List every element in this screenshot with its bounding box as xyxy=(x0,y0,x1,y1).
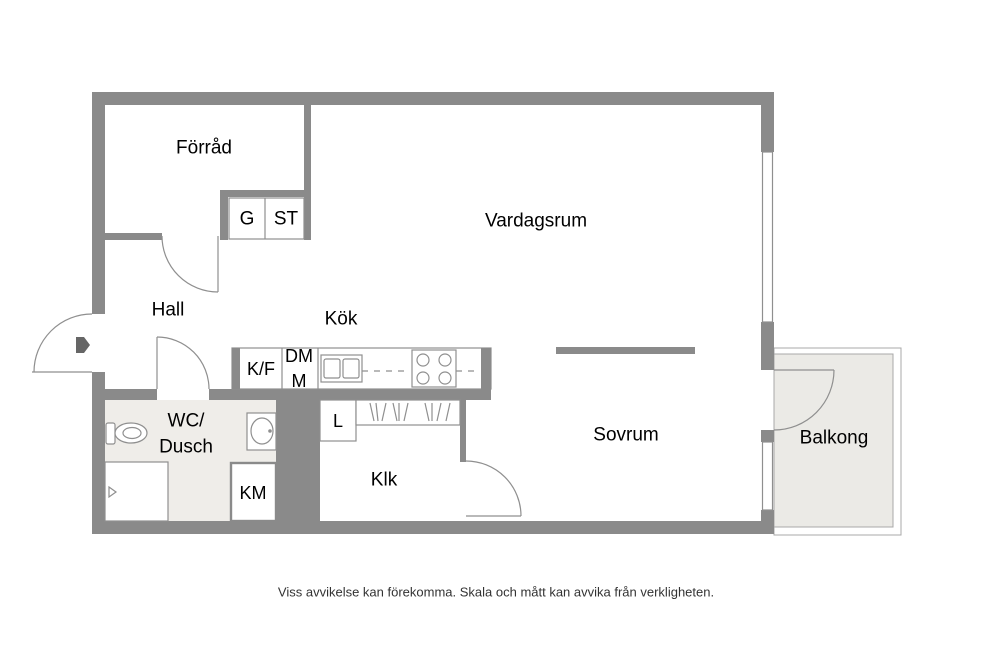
shower-drain-icon xyxy=(108,485,118,499)
wall-top xyxy=(92,92,774,105)
entrance-arrow-icon xyxy=(76,337,90,353)
balcony-door-swing xyxy=(773,369,835,431)
washing-machine-box xyxy=(229,461,278,523)
room-label-vardagsrum: Vardagsrum xyxy=(485,211,587,232)
wall-klk-right xyxy=(460,400,466,462)
closet-frame xyxy=(228,197,305,240)
counter-end-left xyxy=(232,348,240,389)
wc-door-swing xyxy=(156,336,210,390)
klk-door xyxy=(465,460,522,517)
fixture-label-st: ST xyxy=(274,209,299,230)
wall-right-middle xyxy=(761,322,774,370)
counter-end-right xyxy=(481,348,491,400)
forrad-door xyxy=(161,235,219,293)
room-label-balkong: Balkong xyxy=(800,428,869,449)
fixture-label-km: KM xyxy=(240,483,267,503)
fixture-label-l: L xyxy=(333,411,343,431)
kitchen-counter xyxy=(231,347,492,400)
balcony-floor xyxy=(773,353,894,528)
wall-closet-top xyxy=(220,190,311,197)
wall-kitchen-bottom xyxy=(209,389,491,400)
shower-area xyxy=(104,461,169,522)
kitchen-sink-icon xyxy=(320,354,363,383)
fixture-label-g: G xyxy=(240,209,255,230)
fixture-label-kf: K/F xyxy=(247,359,275,379)
wall-left-lower xyxy=(92,372,105,534)
stove-icon xyxy=(411,349,457,388)
room-label-dusch: Dusch xyxy=(159,437,213,458)
fixture-label-m: M xyxy=(292,371,307,391)
partition-wall xyxy=(556,347,695,354)
linen-cabinet xyxy=(319,399,357,442)
outer-walls xyxy=(92,92,774,534)
wall-wc-top-left xyxy=(105,389,157,400)
closet-g-st xyxy=(228,197,305,240)
window-bedroom xyxy=(761,441,774,511)
room-label-hall: Hall xyxy=(152,300,185,321)
klk-door-swing xyxy=(465,460,522,517)
wall-left-upper xyxy=(92,92,105,314)
wall-forrad-right xyxy=(304,105,311,240)
wall-right-bottom xyxy=(761,510,774,534)
wall-right-stub xyxy=(761,430,774,442)
room-label-wc: WC/ xyxy=(168,411,206,432)
room-label-kok: Kök xyxy=(325,309,358,330)
entrance-door-swing xyxy=(33,313,93,373)
disclaimer-text: Viss avvikelse kan förekomma. Skala och … xyxy=(278,585,714,600)
room-label-sovrum: Sovrum xyxy=(593,425,658,446)
wall-right-top xyxy=(761,92,774,152)
wardrobe-icon xyxy=(355,399,461,426)
wall-bottom xyxy=(92,521,774,534)
wall-shaft xyxy=(276,389,320,534)
window-living-room xyxy=(761,151,774,323)
washbasin-icon xyxy=(246,412,277,451)
wall-closet-left xyxy=(220,190,228,240)
toilet-icon xyxy=(105,422,148,445)
entrance-door xyxy=(32,313,93,373)
wc-door xyxy=(156,336,210,390)
fixture-label-dm: DM xyxy=(285,346,313,366)
interior-walls xyxy=(105,105,695,534)
balcony-door xyxy=(773,369,835,431)
wall-forrad-bottom xyxy=(105,233,162,240)
forrad-door-swing xyxy=(161,235,219,293)
balcony xyxy=(773,347,902,536)
room-label-forrad: Förråd xyxy=(176,138,232,159)
room-label-klk: Klk xyxy=(371,470,398,491)
